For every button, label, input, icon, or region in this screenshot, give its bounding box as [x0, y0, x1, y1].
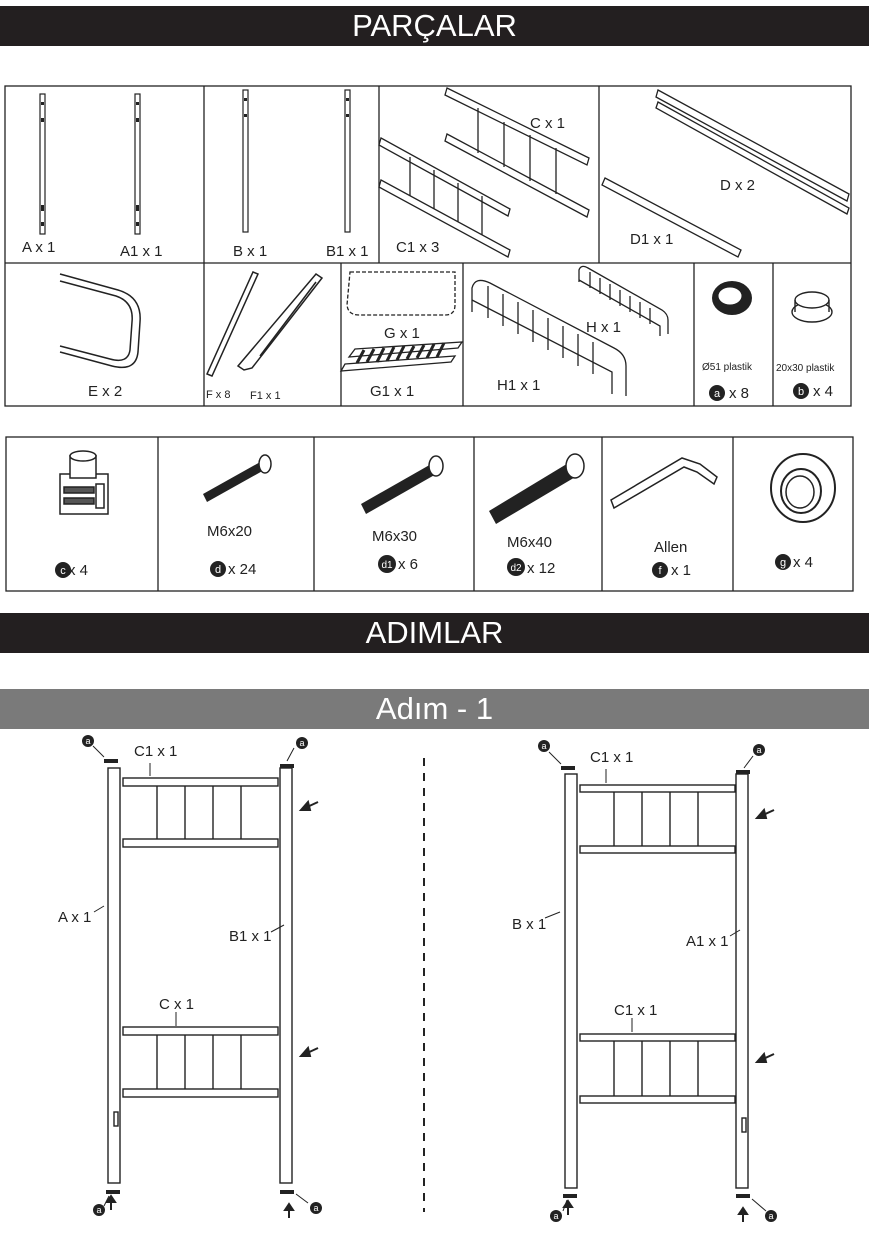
allen-key-drawing — [610, 457, 718, 510]
hw-name-d2: M6x40 — [507, 534, 552, 551]
cap-badge: a — [85, 736, 90, 746]
parts-header: PARÇALAR — [0, 6, 869, 46]
step1-leaders — [92, 745, 767, 1212]
cap-badge: a — [299, 738, 304, 748]
badge-b: b — [798, 386, 804, 398]
part-label-h: H x 1 — [586, 319, 621, 336]
part-label-f1: F1 x 1 — [250, 390, 281, 402]
hw-qty-c: x 4 — [68, 562, 88, 579]
part-qty-a: x 8 — [729, 385, 749, 402]
hardware-grid — [5, 436, 854, 592]
badge-d2: d2 — [510, 563, 522, 574]
step1-left-bottom-label: C x 1 — [159, 996, 194, 1013]
badge-group-parts: a b — [709, 383, 809, 401]
part-label-b: B x 1 — [233, 243, 267, 260]
badge-c: c — [60, 565, 66, 577]
bar-drawings — [601, 89, 850, 258]
step1-left-frame — [107, 767, 293, 1184]
cap-badge: a — [553, 1211, 558, 1221]
hw-name-f: Allen — [654, 539, 687, 556]
part-qty-b: x 4 — [813, 383, 833, 400]
part-label-d: D x 2 — [720, 177, 755, 194]
badge-g: g — [780, 557, 786, 569]
post-holes — [41, 98, 349, 226]
slat-drawings — [205, 271, 324, 377]
part-label-h1: H1 x 1 — [497, 377, 540, 394]
badge-group-hardware: c d d1 d2 f g — [55, 554, 791, 578]
step1-left-top-label: C1 x 1 — [134, 743, 177, 760]
screw-drawings — [203, 453, 585, 524]
step1-right-post-label: B x 1 — [512, 916, 546, 933]
step1-header: Adım - 1 — [0, 689, 869, 729]
badge-d1: d1 — [381, 560, 393, 571]
step1-left-post-label: A x 1 — [58, 909, 91, 926]
steps-header: ADIMLAR — [0, 613, 869, 653]
ladder-drawings — [378, 87, 590, 258]
part-desc-b: 20x30 plastik — [776, 363, 835, 374]
cap-badge: a — [541, 741, 546, 751]
plastic-cap-b-drawing — [791, 291, 833, 323]
rail-drawings — [471, 265, 669, 396]
connector-c-drawing — [59, 450, 109, 515]
step1-right-top-label: C1 x 1 — [590, 749, 633, 766]
hw-qty-g: x 4 — [793, 554, 813, 571]
u-frame-drawing — [59, 273, 141, 369]
step1-right-caps — [561, 766, 750, 1198]
part-label-b1: B1 x 1 — [326, 243, 369, 260]
part-label-a1: A1 x 1 — [120, 243, 163, 260]
part-label-c: C x 1 — [530, 115, 565, 132]
step1-right-right-label: A1 x 1 — [686, 933, 729, 950]
parts-grid — [4, 85, 852, 407]
step1-cap-badges: a a a a a a a a — [82, 735, 777, 1222]
post-drawings — [39, 89, 351, 235]
hw-qty-f: x 1 — [671, 562, 691, 579]
cap-badge: a — [96, 1205, 101, 1215]
badge-a: a — [714, 388, 721, 400]
cap-badge: a — [756, 745, 761, 755]
part-label-c1: C1 x 3 — [396, 239, 439, 256]
step1-arrows — [105, 799, 775, 1222]
part-label-a: A x 1 — [22, 239, 55, 256]
part-label-e: E x 2 — [88, 383, 122, 400]
badge-d: d — [215, 564, 221, 576]
part-label-f: F x 8 — [206, 389, 230, 401]
part-label-g: G x 1 — [384, 325, 420, 342]
hw-qty-d2: x 12 — [527, 560, 555, 577]
hw-qty-d1: x 6 — [398, 556, 418, 573]
step1-left-caps — [104, 759, 294, 1194]
cap-badge: a — [768, 1211, 773, 1221]
step1-right-bottom-label: C1 x 1 — [614, 1002, 657, 1019]
plastic-ring-a-drawing — [712, 281, 752, 315]
cap-badge: a — [313, 1203, 318, 1213]
step1-left-right-label: B1 x 1 — [229, 928, 272, 945]
badge-f: f — [658, 565, 662, 577]
hw-qty-d: x 24 — [228, 561, 256, 578]
g1-slats — [355, 342, 446, 364]
part-label-d1: D1 x 1 — [630, 231, 673, 248]
part-desc-a: Ø51 plastik — [702, 362, 753, 373]
hw-name-d: M6x20 — [207, 523, 252, 540]
washer-g-drawing — [770, 453, 836, 523]
part-label-g1: G1 x 1 — [370, 383, 414, 400]
hw-name-d1: M6x30 — [372, 528, 417, 545]
